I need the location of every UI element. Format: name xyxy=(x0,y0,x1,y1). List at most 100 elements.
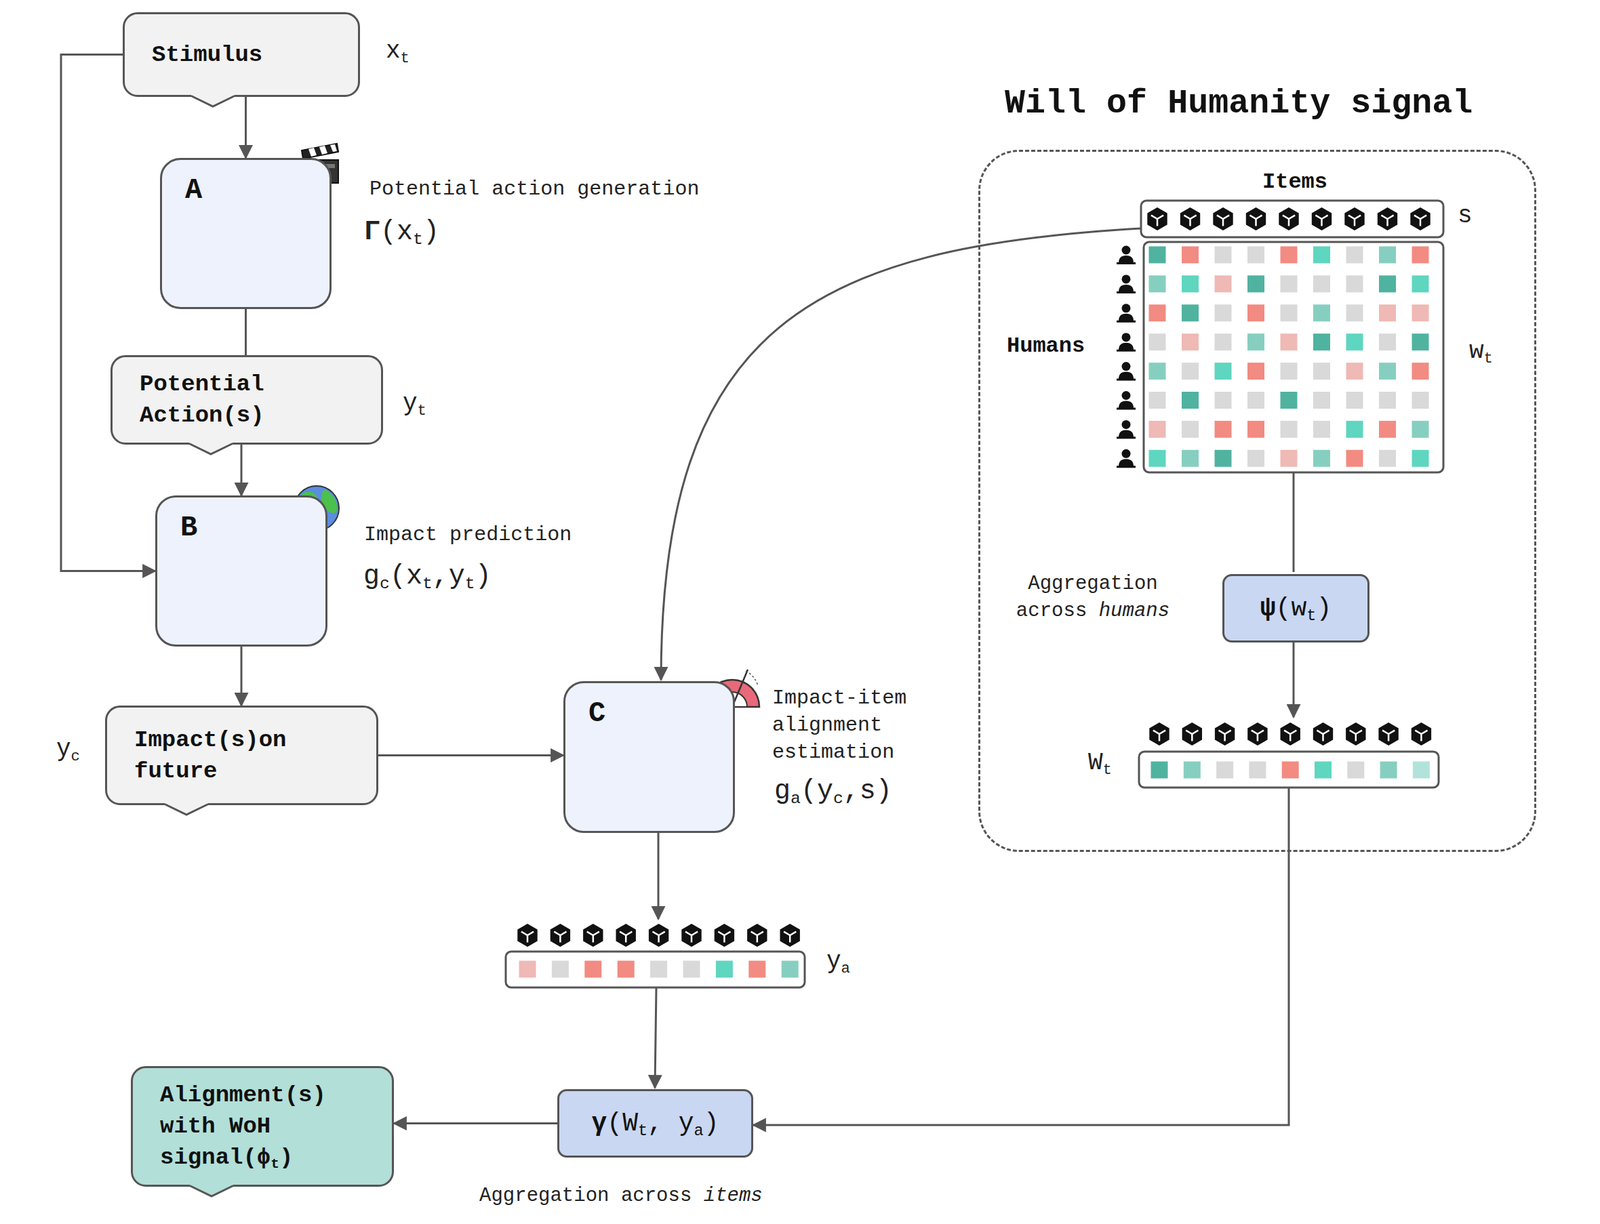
score-cell xyxy=(1313,421,1331,438)
decoration xyxy=(526,935,529,944)
cube-icon xyxy=(1410,207,1430,231)
connector xyxy=(240,444,243,496)
decoration xyxy=(685,932,692,936)
decoration xyxy=(1414,215,1421,219)
score-cell xyxy=(1314,762,1332,779)
score-cell xyxy=(1346,450,1364,468)
result-bubble: Alignment(s) with WoH signal(ϕt) xyxy=(130,1066,394,1188)
human-icon xyxy=(1122,449,1131,459)
decoration xyxy=(587,932,594,936)
decoration xyxy=(1419,218,1422,227)
decoration xyxy=(1323,730,1330,735)
decoration xyxy=(1349,730,1356,735)
score-cell xyxy=(1149,304,1167,322)
decoration xyxy=(1288,215,1295,219)
cube-icon xyxy=(1377,207,1398,231)
score-cell xyxy=(1346,333,1364,351)
score-cell xyxy=(1412,275,1430,293)
score-cell xyxy=(1313,391,1331,409)
score-cell xyxy=(1149,275,1167,293)
decoration xyxy=(1284,730,1291,735)
human-icon xyxy=(1116,262,1136,265)
node-text: A xyxy=(185,174,307,207)
score-cell xyxy=(1378,304,1396,322)
human-icon xyxy=(1122,332,1131,342)
decoration xyxy=(1216,215,1224,219)
decoration xyxy=(751,932,758,936)
score-cell xyxy=(1378,391,1396,409)
model-box: C xyxy=(563,681,735,834)
score-cell xyxy=(1216,762,1234,779)
decoration xyxy=(1223,215,1230,219)
score-cell xyxy=(715,961,733,979)
decoration xyxy=(757,932,764,936)
decoration xyxy=(1322,215,1329,219)
cube-icon xyxy=(1214,722,1235,746)
bubble-tail xyxy=(164,803,209,817)
node-text: Impact(s)on future xyxy=(134,724,350,788)
decoration xyxy=(1382,730,1389,735)
cube-icon xyxy=(1246,207,1266,231)
decoration xyxy=(164,804,209,816)
node-text: B xyxy=(180,512,303,544)
cube-icon xyxy=(550,924,571,948)
node-text: Stimulus xyxy=(151,39,331,71)
decoration xyxy=(1153,730,1160,735)
score-cell xyxy=(1280,450,1298,468)
decoration xyxy=(164,803,209,815)
decoration xyxy=(1320,218,1323,227)
decoration xyxy=(1388,730,1395,735)
bubble-tail xyxy=(189,1185,234,1198)
decoration xyxy=(789,932,796,936)
decoration xyxy=(1414,730,1422,735)
cube-icon xyxy=(1345,722,1366,746)
decoration xyxy=(625,935,628,944)
decoration xyxy=(521,932,528,936)
label: ya xyxy=(826,947,851,976)
human-icon xyxy=(1122,420,1131,430)
decoration xyxy=(1420,734,1423,742)
ya-row xyxy=(505,951,805,988)
score-cell xyxy=(1181,246,1199,264)
score-cell xyxy=(748,961,766,979)
node-text: γ(Wt, ya) xyxy=(591,1109,720,1139)
connector xyxy=(244,309,247,356)
human-icon xyxy=(1118,255,1134,264)
score-cell xyxy=(1183,762,1201,779)
score-cell xyxy=(1247,304,1265,322)
label: Items xyxy=(1262,169,1328,195)
score-cell xyxy=(1346,362,1364,380)
decoration xyxy=(1355,730,1363,735)
node-text: Potential Action(s) xyxy=(139,368,354,432)
decoration xyxy=(783,932,790,936)
score-cell xyxy=(1149,362,1167,380)
human-icon xyxy=(1122,391,1131,400)
score-cell xyxy=(1280,362,1298,380)
cube-icon xyxy=(780,924,800,948)
model-box: A xyxy=(160,157,332,310)
cube-icon xyxy=(1182,722,1203,746)
connector xyxy=(61,54,156,572)
human-icon xyxy=(1116,291,1136,294)
action-bubble: Potential Action(s) xyxy=(110,355,384,445)
node-text: C xyxy=(588,698,710,730)
decoration xyxy=(1191,734,1194,742)
decoration xyxy=(1381,215,1388,219)
cube-icon xyxy=(1411,722,1432,746)
decoration xyxy=(1316,730,1323,735)
score-cell xyxy=(1149,333,1167,351)
decoration xyxy=(756,935,759,944)
score-cell xyxy=(1380,762,1398,779)
score-cell xyxy=(1412,333,1430,351)
decoration xyxy=(1249,215,1256,219)
decoration xyxy=(619,932,626,936)
score-cell xyxy=(1214,450,1232,468)
label: Aggregation across humans xyxy=(993,570,1192,626)
decoration xyxy=(1158,734,1161,742)
score-cell xyxy=(1247,275,1265,293)
score-cell xyxy=(1378,421,1396,438)
score-cell xyxy=(1378,333,1396,351)
score-cell xyxy=(1282,762,1299,779)
decoration xyxy=(593,932,600,936)
decoration xyxy=(1183,215,1190,219)
